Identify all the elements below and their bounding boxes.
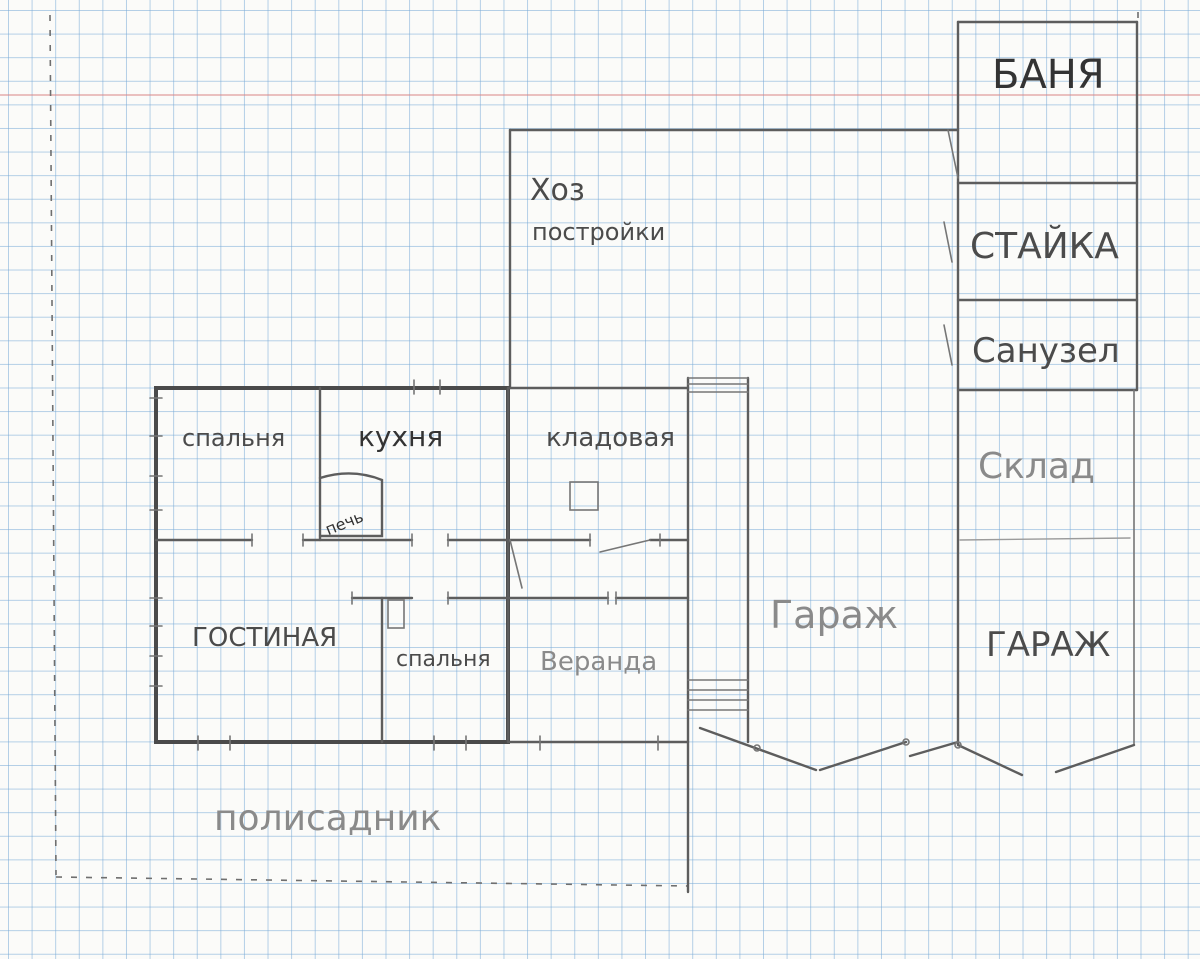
interior-walls: [154, 386, 690, 744]
window-marks: [149, 379, 661, 751]
label-hoz-line1: Хоз: [530, 173, 585, 208]
label-spalnya-bottom: спальня: [396, 647, 491, 672]
label-garazh-mid: Гараж: [770, 593, 898, 637]
label-banya: БАНЯ: [992, 52, 1105, 98]
right-wing-outline: [943, 20, 1139, 747]
label-garazh-right: ГАРАЖ: [986, 625, 1110, 665]
garage-gates: [698, 726, 1136, 777]
outbuildings-outline: [508, 128, 960, 390]
label-kladovaya: кладовая: [546, 423, 675, 453]
label-pech: печь: [323, 507, 366, 539]
label-kuhnya: кухня: [358, 420, 443, 453]
label-veranda: Веранда: [540, 647, 657, 677]
label-spalnya-top: спальня: [182, 424, 285, 452]
plot-boundary: [49, 12, 1139, 887]
label-hoz-line2: постройки: [532, 218, 665, 246]
label-gostinaya: ГОСТИНАЯ: [192, 623, 337, 653]
label-sanuzel: Санузел: [972, 331, 1120, 371]
corridor-strip: [686, 376, 750, 894]
label-staika: СТАЙКА: [970, 225, 1119, 267]
pantry-box: [569, 481, 599, 511]
label-palisadnik: полисадник: [214, 798, 441, 839]
stove-shape: [318, 472, 384, 538]
label-sklad: Склад: [978, 446, 1095, 487]
